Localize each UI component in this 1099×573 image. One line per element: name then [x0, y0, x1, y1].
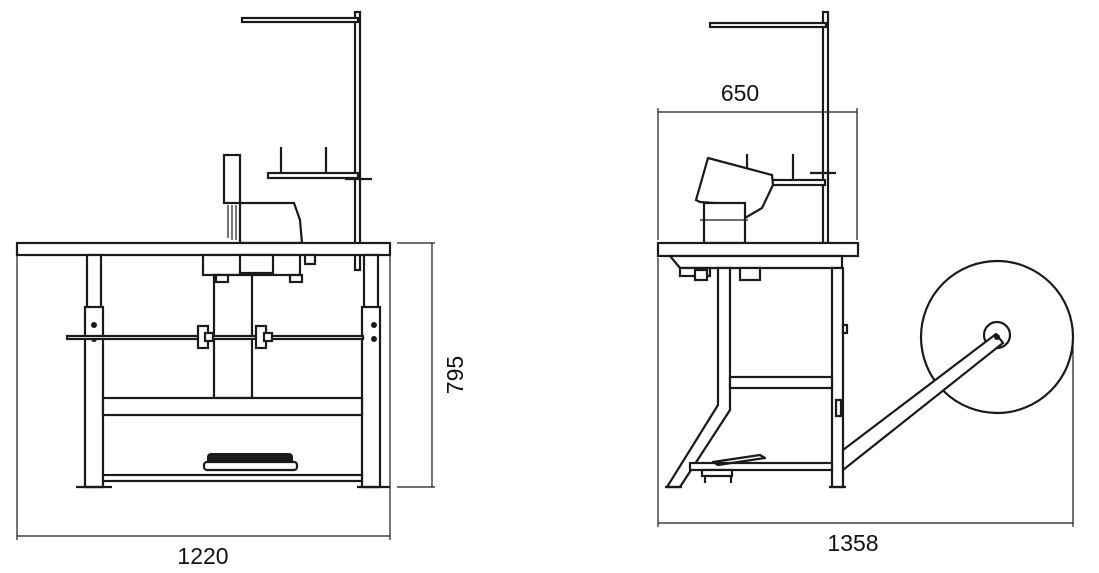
width-dimension-label: 1220 — [177, 543, 228, 569]
side-under-table — [667, 254, 844, 282]
side-thread-stand — [708, 10, 836, 245]
fabric-reel — [841, 259, 1075, 473]
side-machine-head — [694, 156, 775, 245]
side-view: 650 1358 — [656, 10, 1075, 556]
front-height-dimension: 795 — [397, 242, 468, 488]
side-legs — [665, 266, 849, 489]
sewing-machine-head — [222, 153, 304, 245]
side-pedal — [700, 453, 767, 483]
front-bottom-bar — [101, 473, 364, 483]
side-length-dimension: 1358 — [657, 258, 1074, 556]
depth-dimension-label: 650 — [721, 80, 759, 106]
thread-stand — [240, 10, 372, 272]
side-depth-dimension: 650 — [657, 80, 858, 240]
drive-axle — [65, 324, 365, 350]
front-legs — [76, 253, 390, 489]
front-width-dimension: 1220 — [16, 256, 391, 569]
height-dimension-label: 795 — [442, 356, 468, 394]
front-view: 795 1220 — [15, 10, 468, 569]
side-tabletop — [656, 241, 860, 258]
length-dimension-label: 1358 — [827, 530, 878, 556]
foot-pedal — [202, 453, 299, 472]
front-crossbar — [101, 396, 364, 417]
front-tabletop — [15, 241, 392, 257]
